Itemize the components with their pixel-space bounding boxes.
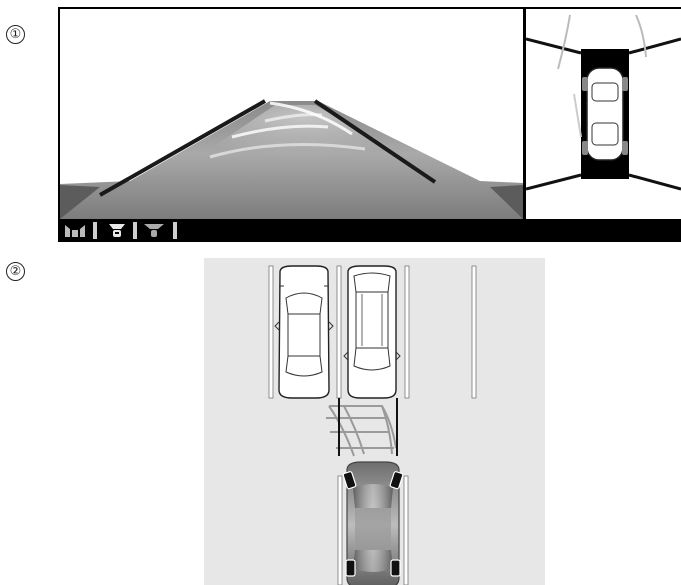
parking-line-1 — [269, 266, 273, 398]
bottom-left-edge — [526, 175, 581, 189]
lane-line-right — [404, 476, 408, 585]
rear-top-view-icon[interactable] — [143, 223, 165, 238]
view-selector-bar — [58, 219, 681, 242]
top-right-edge — [629, 39, 681, 53]
parking-line-3 — [405, 266, 409, 398]
separator — [93, 222, 97, 239]
rear-normal-view-icon[interactable] — [106, 223, 128, 238]
separator — [173, 222, 177, 239]
separator — [133, 222, 137, 239]
parking-scene — [204, 258, 545, 585]
panel-1-marker: ① — [6, 25, 25, 44]
predicted-course-guide — [326, 406, 396, 456]
top-view — [526, 9, 681, 219]
parking-line-2 — [337, 266, 341, 398]
parking-line-4 — [472, 266, 476, 398]
own-vehicle-top — [582, 68, 628, 160]
camera-monitor — [58, 7, 681, 242]
parked-car-wagon — [344, 266, 400, 398]
rear-wide-view-icon[interactable] — [64, 223, 86, 238]
bottom-right-edge — [629, 175, 681, 189]
top-left-edge — [526, 39, 581, 53]
parked-car-sedan — [275, 266, 333, 398]
rear-camera-view — [60, 9, 523, 219]
top-view-guide-lower — [574, 94, 581, 137]
lane-line-left — [338, 476, 342, 585]
own-vehicle — [343, 462, 403, 585]
panel-2-marker: ② — [6, 262, 25, 281]
top-view-guide-left — [558, 15, 570, 69]
